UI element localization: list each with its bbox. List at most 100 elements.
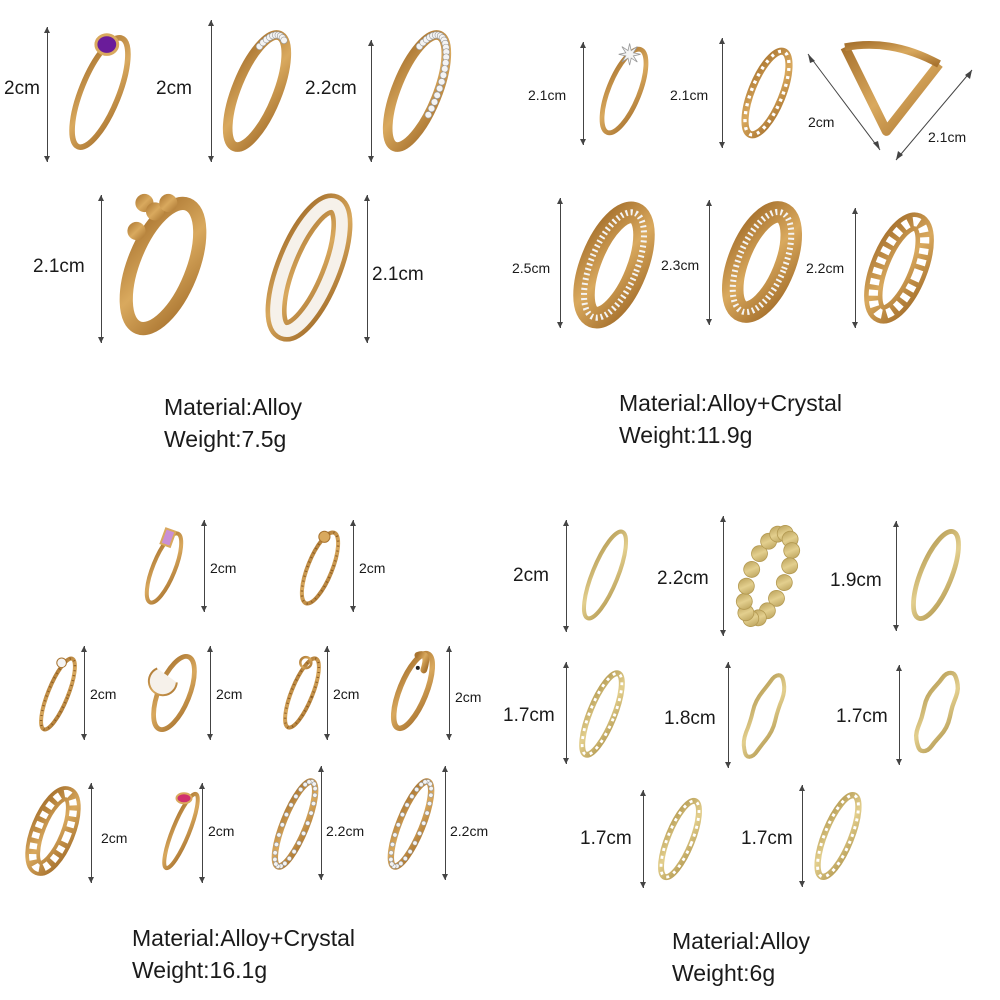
star-crystal-ring: [590, 38, 658, 144]
size-label: 2.2cm: [326, 823, 365, 839]
circle-top-ring: [277, 648, 327, 738]
size-dimension-line: [725, 662, 731, 768]
size-dimension-line: [557, 198, 563, 328]
layered-crystal-ring: [566, 200, 662, 330]
chain-band-ring: [20, 783, 86, 879]
size-dimension-line: [719, 38, 725, 148]
pale-bead-ring: [730, 516, 806, 636]
size-label: 2cm: [513, 565, 549, 586]
size-label: 2cm: [455, 689, 482, 705]
size-dimension-line: [318, 766, 324, 880]
size-label: 2.1cm: [670, 87, 709, 103]
twisted-ring: [733, 40, 801, 146]
crystal-eternity-ring-a: [268, 770, 322, 878]
size-label: 2.1cm: [33, 256, 85, 277]
size-label: 2.2cm: [450, 823, 489, 839]
size-label: 2.5cm: [512, 260, 551, 276]
size-label: 2cm: [359, 560, 386, 576]
size-label: 2cm: [808, 114, 835, 130]
size-dimension-line: [640, 790, 646, 888]
size-dimension-line: [324, 646, 330, 740]
size-label: 2.1cm: [928, 129, 967, 145]
size-dimension-line: [44, 27, 50, 162]
material-text: Material:Alloy+Crystal: [132, 925, 356, 951]
size-dimension-line: [893, 521, 899, 631]
size-dimension-line: [208, 20, 214, 162]
size-label: 2.1cm: [528, 87, 567, 103]
purple-teardrop-ring: [60, 25, 140, 160]
panel-2-caption: Material:Alloy+Crystal Weight:11.9g: [619, 388, 842, 451]
size-label: 2cm: [156, 78, 192, 99]
size-label: 2.2cm: [305, 78, 357, 99]
chevron-crystal-ring: [374, 22, 460, 160]
size-label: 1.7cm: [580, 828, 632, 849]
size-dimension-line: [201, 520, 207, 612]
size-label: 2.3cm: [661, 257, 700, 273]
pale-plain-ring-a: [576, 520, 634, 630]
size-dimension-line: [720, 516, 726, 636]
open-chain-crystal-ring: [714, 200, 810, 324]
material-text: Material:Alloy: [164, 394, 303, 420]
thin-crystal-band-ring: [214, 22, 300, 160]
size-label: 1.7cm: [741, 828, 793, 849]
size-dimension-line: [368, 40, 374, 162]
size-label: 2.2cm: [806, 260, 845, 276]
moon-knot-ring: [140, 646, 208, 740]
diagonal-dimension-lines: [807, 53, 973, 161]
material-text: Material:Alloy: [672, 928, 811, 954]
size-dimension-line: [446, 646, 452, 740]
size-dimension-line: [98, 195, 104, 343]
size-label: 1.9cm: [830, 570, 882, 591]
size-label: 2cm: [210, 560, 237, 576]
size-label: 2cm: [90, 686, 117, 702]
pink-oval-gem-ring: [160, 783, 202, 879]
weight-text: Weight:7.5g: [164, 425, 287, 452]
panel-1-caption: Material:Alloy Weight:7.5g: [164, 392, 302, 455]
crystal-eternity-ring-b: [384, 770, 438, 878]
pale-plain-ring-b: [902, 520, 970, 630]
size-label: 2cm: [333, 686, 360, 702]
size-dimension-line: [580, 42, 586, 145]
size-dimension-line: [207, 646, 213, 740]
weight-text: Weight:16.1g: [132, 956, 268, 983]
branch-open-ring: [104, 190, 222, 342]
size-label: 1.7cm: [503, 705, 555, 726]
pale-twist-ring-c: [808, 784, 868, 888]
pale-wave-ring: [736, 664, 792, 768]
size-dimension-line: [563, 520, 569, 632]
size-dimension-line: [88, 783, 94, 883]
size-dimension-line: [81, 646, 87, 740]
lilac-gem-ring: [138, 523, 190, 613]
round-top-beaded-ring: [292, 522, 348, 614]
weight-text: Weight:6g: [672, 959, 776, 986]
size-dimension-line: [199, 783, 205, 883]
crystal-beaded-ring: [34, 648, 82, 740]
snake-ring: [383, 643, 443, 739]
size-label: 2cm: [208, 823, 235, 839]
size-label: 2.2cm: [657, 568, 709, 589]
pale-twist-ring-a: [574, 662, 630, 766]
white-enamel-band-ring: [262, 190, 356, 345]
size-label: 2cm: [4, 78, 40, 99]
size-label: 2.1cm: [372, 264, 424, 285]
size-label: 1.8cm: [664, 708, 716, 729]
size-dimension-line: [442, 766, 448, 880]
size-dimension-line: [852, 208, 858, 328]
size-label: 2cm: [101, 830, 128, 846]
pale-twist-ring-b: [652, 790, 708, 888]
size-label: 1.7cm: [836, 706, 888, 727]
panel-4-caption: Material:Alloy Weight:6g: [672, 926, 810, 989]
size-dimension-line: [706, 200, 712, 325]
chevron-ring: [836, 36, 948, 148]
size-label: 2cm: [216, 686, 243, 702]
size-dimension-line: [563, 662, 569, 764]
panel-3-caption: Material:Alloy+Crystal Weight:16.1g: [132, 923, 355, 986]
size-dimension-line: [364, 195, 370, 343]
size-dimension-line: [799, 785, 805, 887]
material-text: Material:Alloy+Crystal: [619, 390, 843, 416]
size-dimension-line: [896, 665, 902, 765]
chain-link-ring: [858, 210, 940, 326]
pale-hammered-ring: [906, 662, 968, 762]
size-dimension-line: [350, 520, 356, 612]
